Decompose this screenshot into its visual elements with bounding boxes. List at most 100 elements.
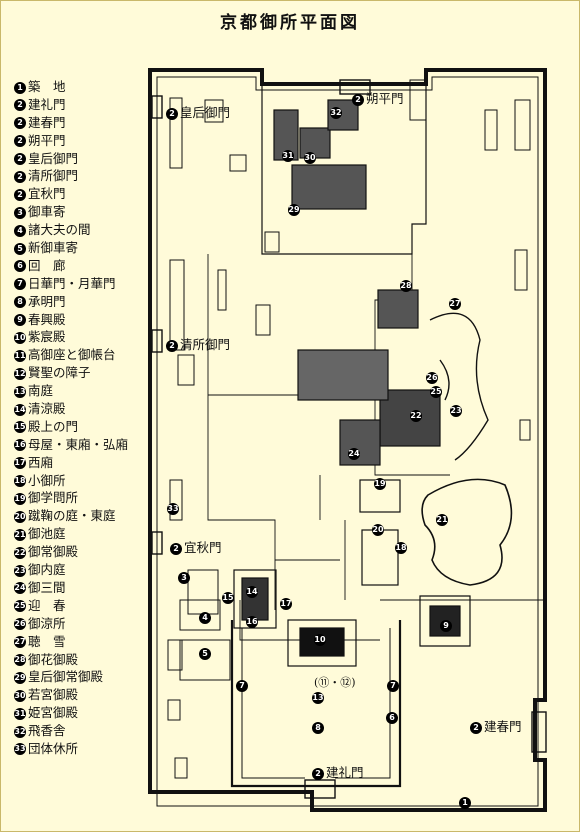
marker-9: 9 [440, 620, 452, 632]
legend-label: 御三間 [28, 579, 66, 595]
map-title: 京都御所平面図 [220, 13, 360, 33]
marker-2: 2 [470, 721, 482, 734]
legend-label: 蹴鞠の庭・東庭 [28, 508, 116, 524]
marker-28: 28 [400, 280, 412, 292]
marker-23: 23 [450, 405, 462, 417]
otsune-goten [379, 389, 441, 447]
legend-number: 11 [14, 349, 26, 362]
oike-pond [421, 478, 513, 586]
shishinden [287, 619, 357, 667]
marker-14: 14 [246, 586, 258, 598]
legend-label: 清所御門 [28, 168, 79, 184]
marker-22: 22 [410, 410, 422, 422]
legend-label: 賢聖の障子 [28, 365, 91, 381]
legend-number: 2 [14, 153, 26, 166]
marker-2: 2 [170, 542, 182, 555]
marker-21: 21 [436, 514, 448, 526]
marker-5: 5 [199, 648, 211, 660]
legend-number: 22 [14, 546, 26, 559]
legend-label: 高御座と御帳台 [28, 347, 116, 363]
legend-number: 17 [14, 457, 26, 470]
legend-label: 母屋・東廂・弘廂 [28, 436, 129, 452]
legend-number: 33 [14, 743, 26, 756]
marker-24: 24 [348, 448, 360, 460]
label-takamikura: (⑪・⑫) [314, 676, 356, 689]
kogosho [361, 529, 399, 586]
legend-number: 28 [14, 654, 26, 666]
legend-number: 21 [14, 528, 26, 541]
legend-number: 24 [14, 582, 26, 595]
legend-label: 南庭 [28, 383, 54, 399]
label-text: 皇后御門 [180, 105, 231, 120]
marker-15: 15 [222, 592, 234, 604]
legend-number: 10 [14, 331, 26, 344]
enclosure-lines [207, 254, 545, 641]
north-compound [261, 84, 427, 255]
marker-33: 33 [167, 503, 179, 515]
legend-number: 23 [14, 564, 26, 577]
legend-label: 迎 春 [28, 597, 66, 613]
legend-number: 12 [14, 367, 26, 380]
label-text: 宜秋門 [184, 540, 222, 555]
legend-label: 朔平門 [28, 132, 66, 148]
legend-label: 聴 雪 [28, 633, 66, 649]
legend-number: 7 [14, 278, 26, 291]
marker-7: 7 [387, 680, 399, 692]
legend-label: 諸大夫の間 [28, 222, 91, 238]
legend-label: 御車寄 [28, 204, 66, 220]
legend-label: 宜秋門 [28, 186, 66, 202]
legend-label: 御内庭 [28, 562, 66, 578]
legend-label: 清涼殿 [28, 401, 66, 417]
marker-29: 29 [288, 204, 300, 216]
marker-31: 31 [282, 150, 294, 162]
legend-label: 紫宸殿 [28, 329, 66, 345]
south-court-wall [230, 620, 402, 788]
legend-label: 小御所 [28, 472, 66, 488]
marker-6: 6 [386, 712, 398, 724]
label-text: 建春門 [484, 719, 522, 734]
marker-8: 8 [312, 722, 324, 734]
legend-label: 殿上の門 [28, 418, 79, 434]
legend-label: 新御車寄 [28, 240, 79, 256]
marker-2: 2 [166, 339, 178, 352]
legend-label: 若宮御殿 [28, 687, 79, 703]
legend-label: 飛香舎 [28, 723, 66, 739]
label-text: 朔平門 [366, 91, 404, 106]
marker-13: 13 [312, 692, 324, 704]
legend-number: 8 [14, 296, 26, 309]
legend-number: 14 [14, 403, 26, 416]
marker-17: 17 [280, 598, 292, 610]
marker-30: 30 [304, 152, 316, 164]
omima [339, 419, 381, 466]
legend-label: 皇后御門 [28, 150, 79, 166]
legend-number: 1 [14, 81, 26, 94]
legend-number: 26 [14, 618, 26, 631]
ohana-goten [377, 289, 419, 329]
marker-4: 4 [199, 612, 211, 624]
marker-18: 18 [395, 542, 407, 554]
